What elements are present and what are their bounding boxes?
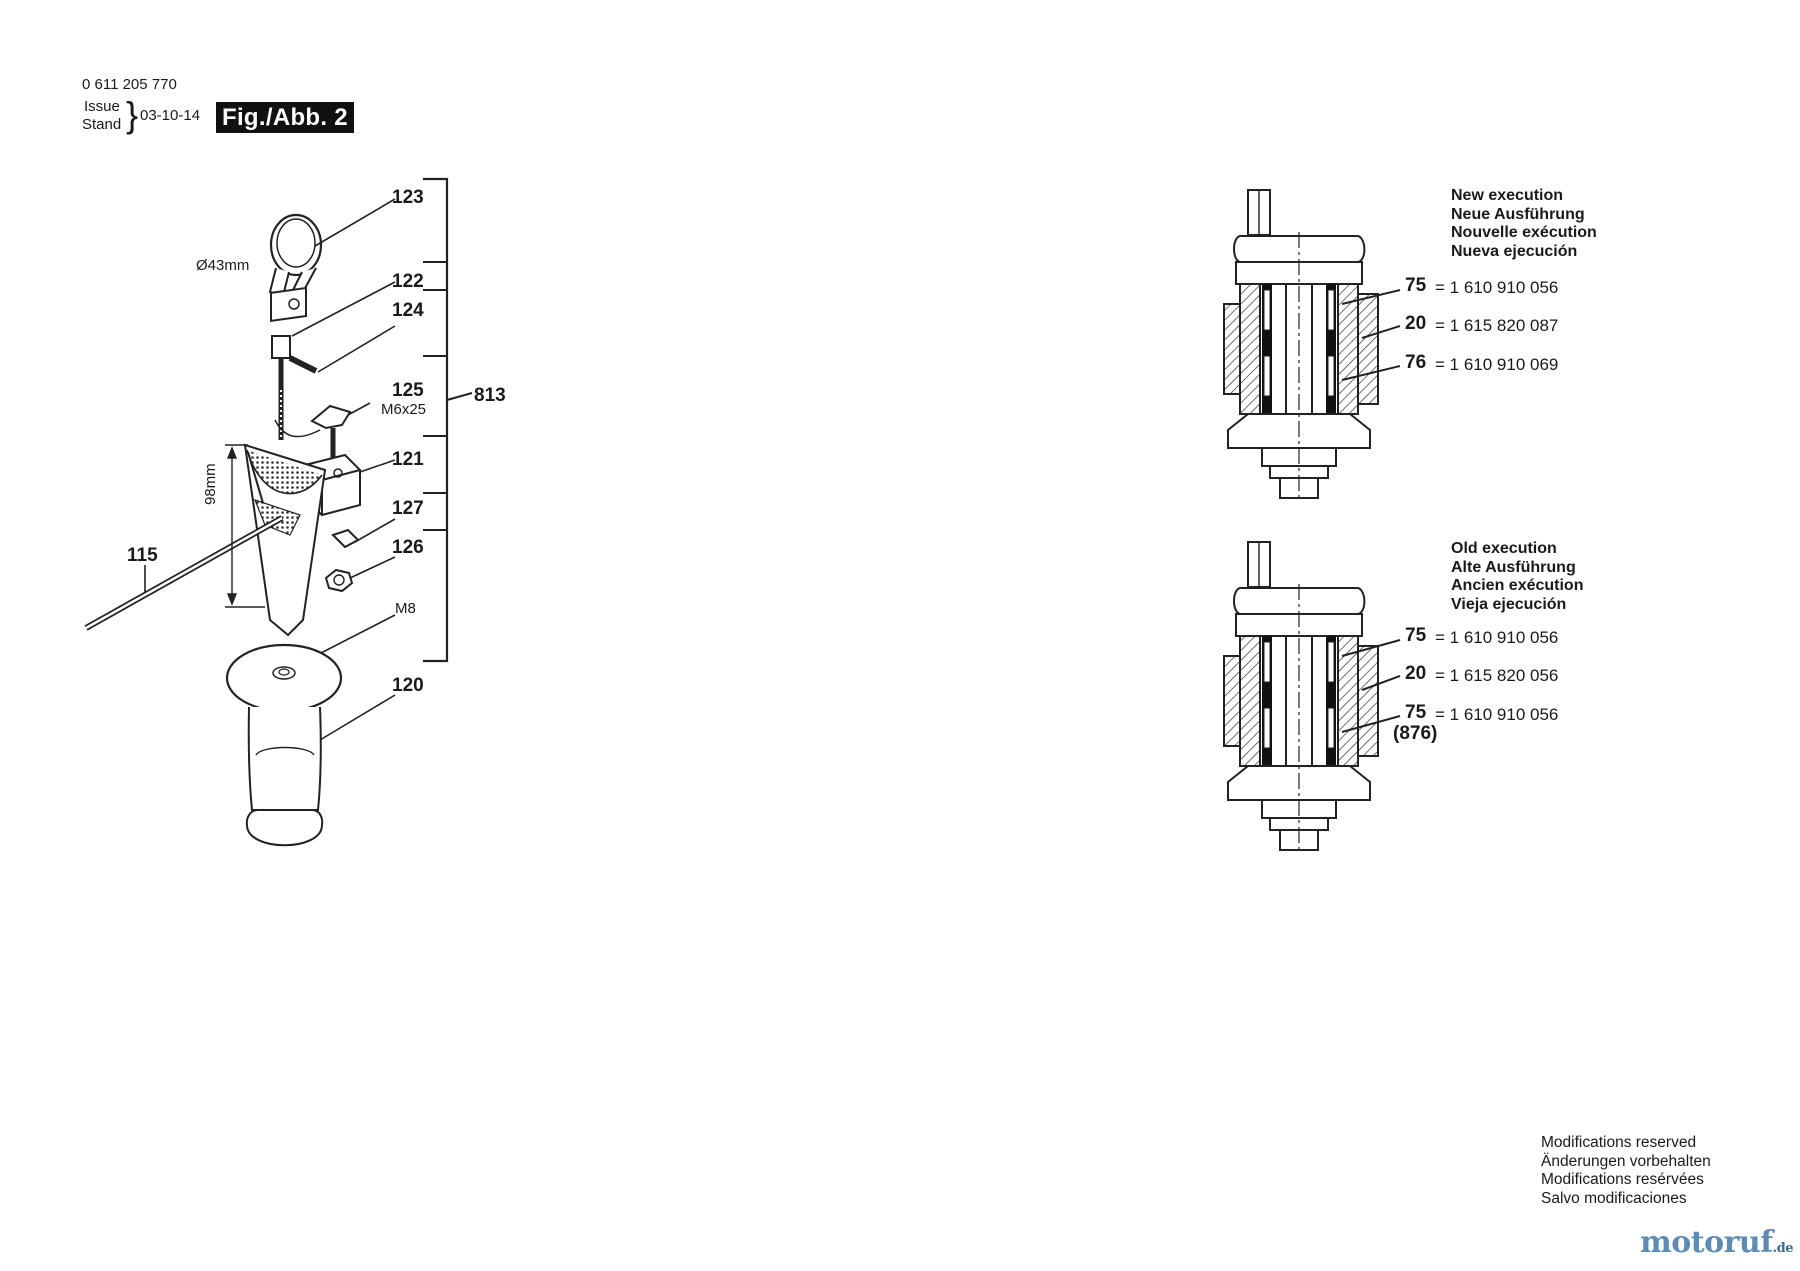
issue-label: Issue	[84, 98, 120, 115]
old-execution-heading: Old execution Alte Ausführung Ancien exé…	[1451, 540, 1583, 614]
new-ref-3: = 1 610 910 069	[1435, 355, 1559, 374]
handle-body	[243, 419, 327, 637]
brace: }	[126, 94, 139, 135]
grip-handle-120	[225, 643, 343, 847]
callout-127: 127	[392, 498, 424, 519]
section-new-execution	[1223, 189, 1401, 500]
old-ref-1: = 1 610 910 056	[1435, 628, 1559, 647]
clamp-band-123	[268, 213, 323, 323]
callout-121: 121	[392, 449, 424, 470]
heading-es: Nueva ejecución	[1451, 242, 1578, 260]
part-number: 0 611 205 770	[82, 76, 177, 93]
old-pos-1: 75	[1405, 625, 1427, 646]
callout-120: 120	[392, 675, 424, 696]
modifications-note: Modifications reserved Änderungen vorbeh…	[1541, 1134, 1711, 1208]
callout-124: 124	[392, 300, 424, 321]
bracket-813	[423, 177, 449, 663]
stand-label: Stand	[82, 116, 122, 133]
section-old-execution	[1223, 541, 1401, 852]
handle-exploded-view	[84, 177, 473, 847]
issue-date: 03-10-14	[140, 107, 201, 124]
mod-fr: Modifications resérvées	[1541, 1171, 1704, 1188]
heading-de: Neue Ausführung	[1451, 205, 1585, 223]
heading-fr: Nouvelle exécution	[1451, 224, 1597, 241]
dim-thread: M8	[395, 600, 416, 617]
callout-125: 125	[392, 380, 424, 401]
pin-124	[288, 355, 318, 374]
heading-de: Alte Ausführung	[1451, 558, 1576, 576]
heading-en: New execution	[1451, 187, 1564, 204]
new-pos-2: 20	[1405, 313, 1427, 334]
new-execution-heading: New execution Neue Ausführung Nouvelle e…	[1451, 187, 1597, 261]
watermark-suffix: .de	[1772, 1241, 1794, 1256]
mod-de: Änderungen vorbehalten	[1541, 1152, 1711, 1170]
dimension-98mm	[225, 444, 265, 608]
old-pos-2: 20	[1405, 663, 1427, 684]
heading-es: Vieja ejecución	[1451, 595, 1567, 613]
watermark-logo: motoruf.de	[1640, 1225, 1794, 1260]
new-pos-3: 76	[1405, 352, 1427, 373]
old-extra-pos: (876)	[1393, 723, 1438, 744]
watermark-main: motoruf	[1640, 1225, 1773, 1260]
old-ref-3: = 1 610 910 056	[1435, 705, 1559, 724]
new-ref-2: = 1 615 820 087	[1435, 316, 1559, 335]
hex-nut-126	[324, 568, 354, 593]
new-ref-1: = 1 610 910 056	[1435, 278, 1559, 297]
dim-screw-size: M6x25	[381, 401, 427, 418]
callout-123: 123	[392, 187, 424, 208]
threaded-rod-122	[271, 335, 291, 440]
square-nut-127	[331, 528, 360, 549]
callout-813: 813	[474, 385, 506, 406]
dim-clamp-diameter: Ø43mm	[196, 257, 250, 274]
figure-label: Fig./Abb. 2	[216, 102, 354, 133]
dim-depth-rod: 98mm	[202, 463, 219, 505]
callout-122: 122	[392, 271, 424, 292]
old-ref-2: = 1 615 820 056	[1435, 666, 1559, 685]
new-pos-1: 75	[1405, 275, 1427, 296]
old-pos-3: 75	[1405, 702, 1427, 723]
callout-115: 115	[127, 545, 158, 566]
callout-126: 126	[392, 537, 424, 558]
mod-en: Modifications reserved	[1541, 1134, 1697, 1151]
mod-es: Salvo modificaciones	[1541, 1189, 1687, 1207]
heading-fr: Ancien exécution	[1451, 577, 1584, 594]
heading-en: Old execution	[1451, 540, 1557, 557]
